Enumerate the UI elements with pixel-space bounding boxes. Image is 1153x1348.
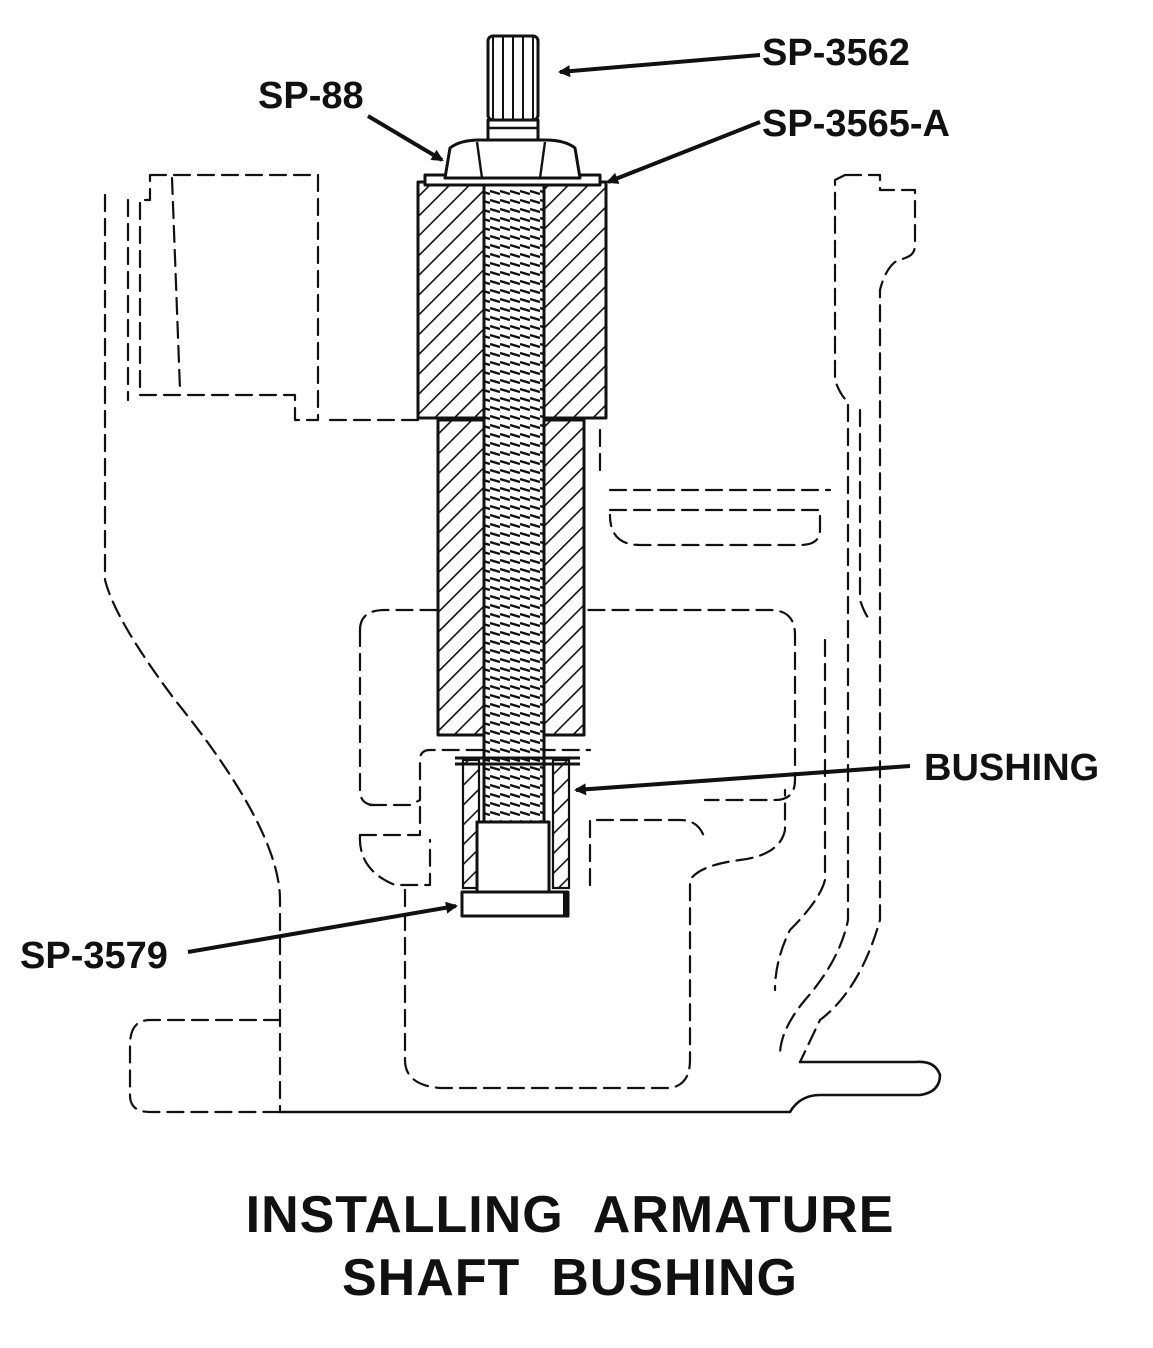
threaded-screw (482, 183, 546, 829)
leader-sp-3562 (558, 53, 761, 78)
label-sp-3579: SP-3579 (20, 935, 168, 977)
leader-sp-3565-a (606, 120, 761, 184)
bushing-right-wall (551, 758, 571, 890)
label-sp-3562: SP-3562 (762, 32, 910, 74)
leader-bushing (574, 764, 911, 796)
sp-3562-drive-end (486, 34, 540, 122)
housing-outline (103, 173, 942, 1114)
sp-3562-neck (486, 118, 540, 142)
leader-sp-88 (366, 114, 444, 162)
label-bushing: BUSHING (924, 747, 1099, 789)
leader-lines (187, 53, 911, 954)
installer-tool-assembly (416, 34, 608, 918)
sp-3579-adapter-body (475, 820, 551, 894)
label-sp-88: SP-88 (258, 75, 364, 117)
leader-sp-3579 (187, 901, 458, 954)
caption-line-1: INSTALLING ARMATURE (246, 1186, 895, 1244)
caption-line-2: SHAFT BUSHING (342, 1249, 798, 1307)
label-sp-3565-a: SP-3565-A (762, 103, 950, 145)
sp-88-nut-body (443, 138, 582, 180)
sp-3579-adapter-base (460, 890, 570, 918)
